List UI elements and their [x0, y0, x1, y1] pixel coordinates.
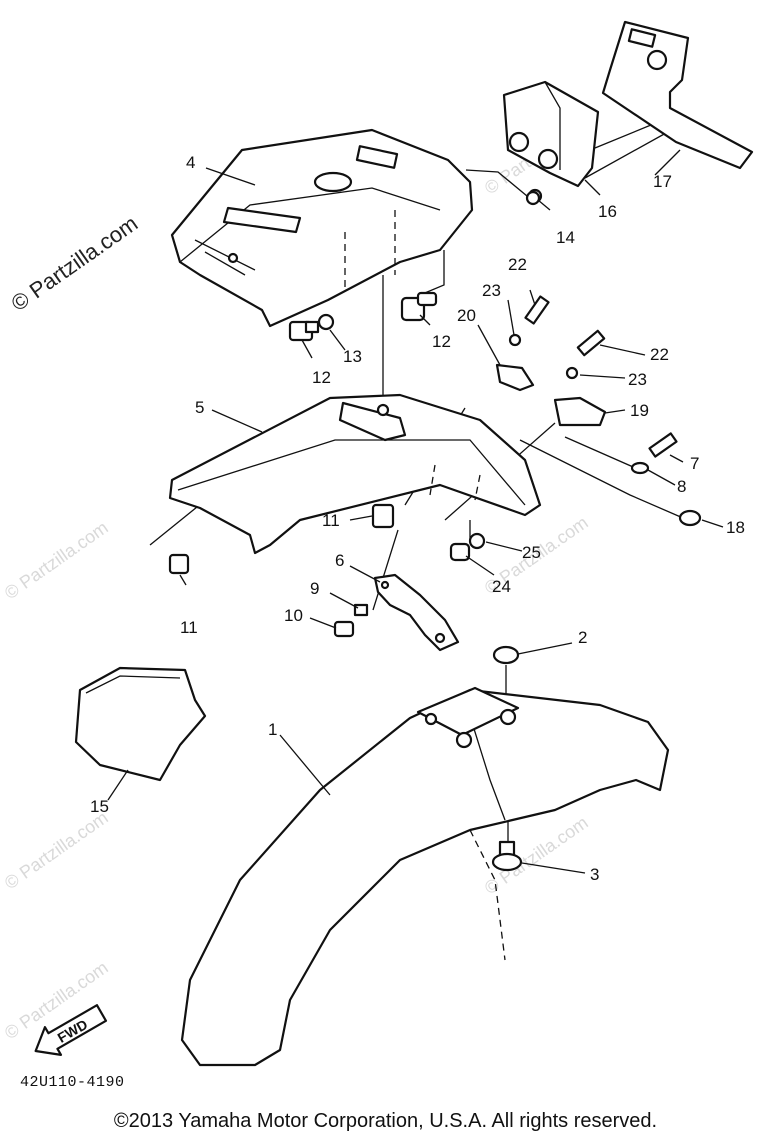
collar-9: [353, 603, 369, 617]
callout-22a: 22: [508, 255, 527, 274]
watermark: © Partzilla.com: [1, 517, 112, 603]
bracket-20: [553, 396, 607, 427]
callout-2: 2: [578, 628, 587, 647]
part-rear-fender: [168, 393, 542, 555]
callout-leaders: [107, 149, 724, 874]
part-taillight-bracket: [601, 20, 754, 170]
nut-24: [449, 542, 471, 562]
callout-20: 19: [630, 401, 649, 420]
callout-16: 15: [90, 797, 109, 816]
callout-13: 12: [312, 368, 331, 387]
callout-21: 20: [457, 306, 476, 325]
callout-15: 14: [556, 228, 575, 247]
washer-23a: [508, 333, 522, 347]
washer-23b: [565, 366, 579, 380]
bolt-7: [648, 432, 678, 458]
part-front-fender: [180, 686, 670, 1067]
bracket-21: [495, 363, 535, 392]
nut-10: [333, 620, 355, 638]
fasteners: [168, 190, 702, 872]
callout-11b: 11: [180, 618, 198, 637]
callout-23b: 23: [628, 370, 647, 389]
bolt-11b: [168, 553, 190, 575]
bolt-12: [400, 291, 438, 322]
washer-25: [468, 532, 486, 550]
bolt-11a: [371, 503, 395, 529]
part-bracket: [373, 573, 460, 652]
callout-14: 13: [343, 347, 362, 366]
watermark-primary: © Partzilla.com: [7, 211, 143, 317]
callout-6: 6: [335, 551, 344, 570]
callout-24: 24: [492, 577, 511, 596]
callout-3: 3: [590, 865, 599, 884]
part-mudflap: [74, 666, 207, 782]
reflector-19: [678, 509, 702, 527]
callout-23a: 23: [482, 281, 501, 300]
callout-5: 5: [195, 398, 204, 417]
callout-8: 8: [677, 477, 686, 496]
leader-lines: [149, 117, 684, 848]
callout-1: 1: [268, 720, 277, 739]
callout-17: 16: [598, 202, 617, 221]
washer-14: [317, 313, 335, 331]
callout-10: 10: [284, 606, 303, 625]
nut-2: [492, 645, 520, 665]
part-taillight: [502, 80, 600, 204]
callout-18: 17: [653, 172, 672, 191]
callout-12: 12: [432, 332, 451, 351]
callout-7: 7: [690, 454, 699, 473]
bolt-13: [288, 320, 320, 342]
copyright-notice: ©2013 Yamaha Motor Corporation, U.S.A. A…: [113, 1110, 658, 1132]
bolt-3: [491, 840, 523, 872]
callout-25: 25: [522, 543, 541, 562]
screw-22a: [524, 295, 550, 325]
screw-22b: [576, 329, 606, 357]
callout-19: 18: [726, 518, 745, 537]
washer-15: [525, 190, 541, 206]
callout-9: 9: [310, 579, 319, 598]
part-rear-fender-cover: [170, 128, 474, 328]
callout-4: 4: [186, 153, 195, 172]
callout-11a: 11: [322, 511, 340, 530]
watermark: © Partzilla.com: [1, 807, 112, 893]
nut-8: [630, 461, 650, 475]
callout-labels: 4 16 17 14 22 23 20 12 13 12 22 23 5 19 …: [90, 153, 745, 884]
diagram-code: 42U110-4190: [20, 1074, 125, 1091]
callout-22b: 22: [650, 345, 669, 364]
